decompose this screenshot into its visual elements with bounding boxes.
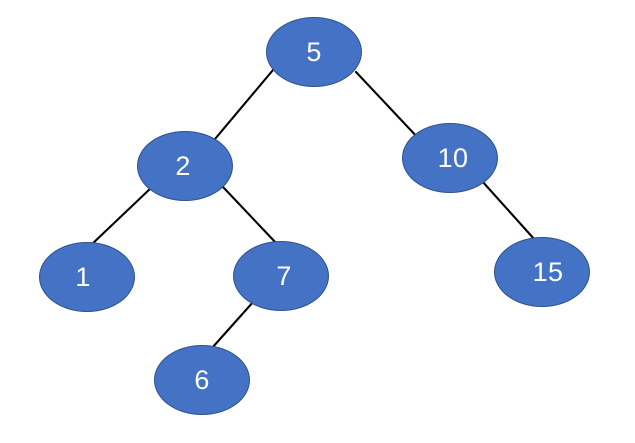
tree-node-label: 7 (276, 260, 292, 291)
tree-node-7[interactable]: 7 (233, 241, 329, 311)
tree-node-6[interactable]: 6 (154, 345, 250, 415)
tree-node-label: 2 (175, 150, 191, 181)
tree-edge (210, 299, 256, 350)
tree-node-label: 10 (437, 142, 469, 173)
tree-node-10[interactable]: 10 (402, 123, 498, 193)
tree-node-5[interactable]: 5 (266, 17, 362, 87)
tree-edge (213, 68, 275, 141)
tree-node-1[interactable]: 1 (39, 242, 135, 312)
tree-edge (354, 70, 422, 142)
tree-node-label: 6 (194, 364, 210, 395)
tree-node-label: 1 (75, 261, 91, 292)
tree-node-label: 5 (306, 36, 322, 67)
tree-node-2[interactable]: 2 (137, 131, 233, 201)
tree-edge (88, 185, 154, 248)
tree-node-15[interactable]: 15 (494, 237, 590, 307)
tree-edge (221, 185, 279, 246)
tree-edge (480, 179, 537, 242)
tree-node-label: 15 (532, 256, 564, 287)
